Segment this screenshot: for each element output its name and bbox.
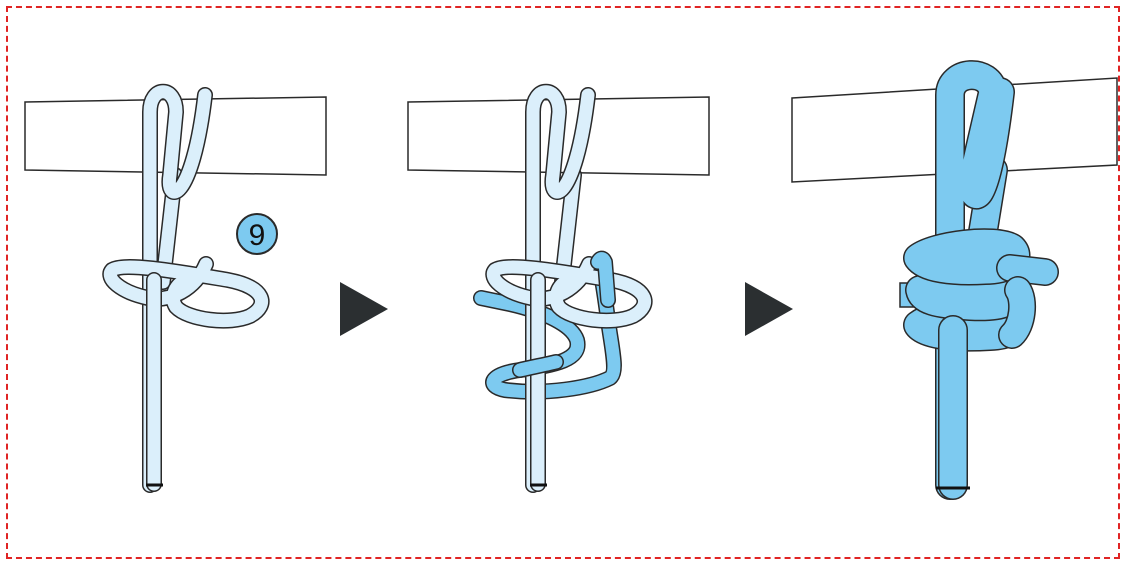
arrow-right-icon [745,282,793,336]
panel-3 [791,60,1118,500]
step-badge-circle [236,213,278,255]
arrow-right-icon [340,282,388,336]
panel-1: 9 [24,84,327,493]
step-badge: 9 [236,213,278,255]
step-number: 9 [249,219,266,252]
panel-2 [407,84,710,493]
dashed-frame [6,6,1120,559]
